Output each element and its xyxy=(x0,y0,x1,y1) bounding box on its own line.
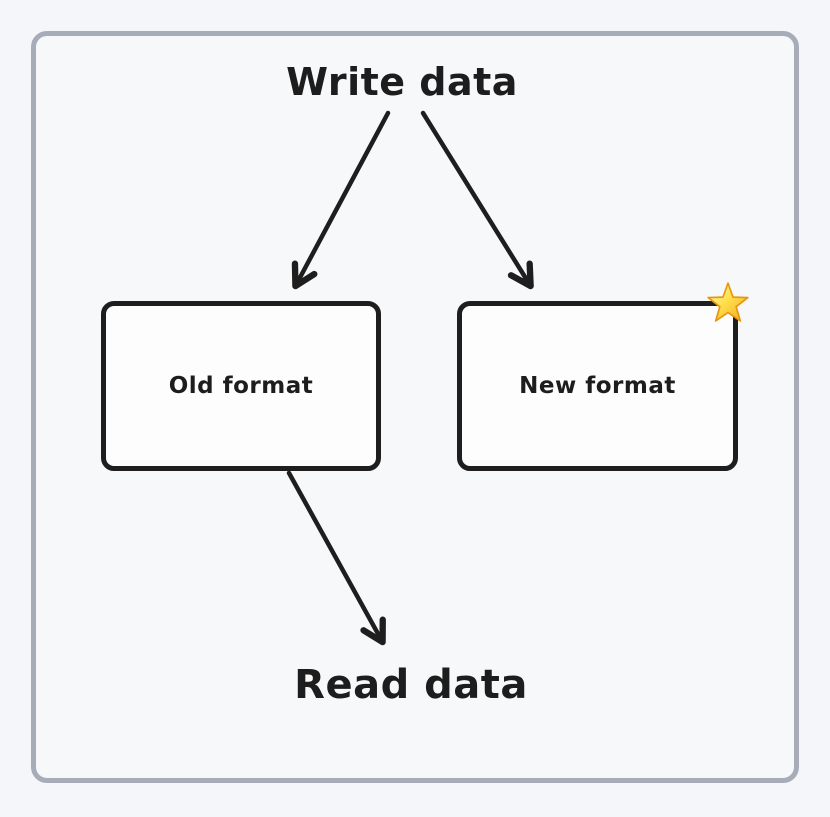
node-new-format: New format xyxy=(457,301,738,471)
node-new-format-label: New format xyxy=(519,373,676,399)
read-data-label: Read data xyxy=(294,662,528,708)
star-icon xyxy=(707,282,749,322)
write-data-label: Write data xyxy=(286,60,518,104)
node-old-format: Old format xyxy=(101,301,381,471)
node-old-format-label: Old format xyxy=(168,373,314,399)
